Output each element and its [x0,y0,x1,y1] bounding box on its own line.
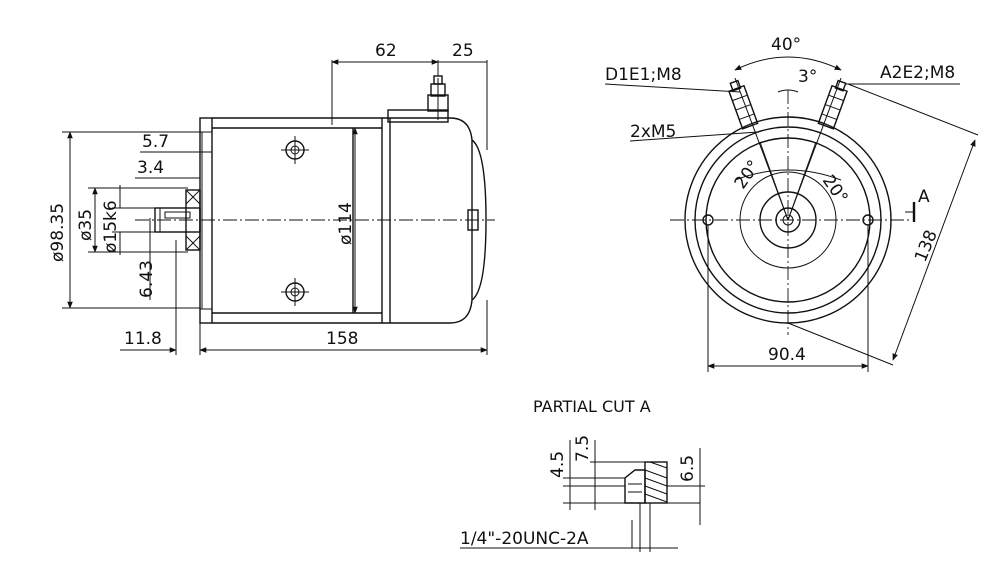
side-view: 62 25 ø98.35 ø35 ø15k6 6.43 5.7 3.4 ø114 [48,41,495,355]
dim-114: ø114 [336,202,356,245]
dim-6-43: 6.43 [137,260,157,298]
end-cap [382,117,487,324]
mounting-flange [185,117,213,324]
terminal-d1e1 [728,79,759,130]
label-2xm5: 2xM5 [630,122,676,142]
flange-bolt-top [281,136,309,164]
dim-20-deg-right: 20° [818,171,852,207]
dim-20-deg-left: 20° [731,157,765,193]
section-mark-a: A [918,187,930,207]
dim-90-4: 90.4 [768,345,806,365]
terminal-a2e2 [817,79,848,130]
dim-138: 138 [911,227,942,265]
terminal-stud [387,75,449,123]
label-a2e2-m8: A2E2;M8 [880,63,955,83]
dim-5-7: 5.7 [142,132,169,152]
dim-3-deg: 3° [798,67,817,87]
dim-158: 158 [326,329,358,349]
end-view: 40° 3° 20° 20° D1E1;M8 A2E2;M8 2xM5 A 13… [604,35,979,372]
partial-cut-a: PARTIAL CUT A 4.5 7.5 6.5 1/4"-20 [460,397,705,552]
partial-cut-title: PARTIAL CUT A [533,397,651,416]
dim-40-deg: 40° [771,35,801,55]
dim-35: ø35 [76,209,96,241]
label-d1e1-m8: D1E1;M8 [605,65,682,85]
dim-15k6: ø15k6 [101,200,121,253]
dim-11-8: 11.8 [124,329,162,349]
dim-6-5: 6.5 [678,455,698,482]
dim-3-4: 3.4 [137,158,164,178]
thread-label: 1/4"-20UNC-2A [460,529,589,549]
terminal-cross-section [624,461,668,504]
dim-25: 25 [452,41,474,61]
dim-7-5: 7.5 [573,435,593,462]
dim-4-5: 4.5 [548,451,568,478]
flange-bolt-bottom [281,278,309,306]
dim-98-35: ø98.35 [48,203,68,262]
dim-62: 62 [375,41,397,61]
